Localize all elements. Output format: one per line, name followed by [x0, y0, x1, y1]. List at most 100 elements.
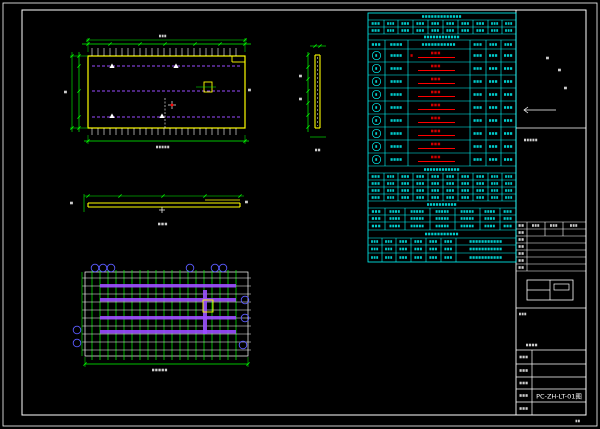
table-cell-text	[491, 182, 499, 185]
table-cell-text	[491, 175, 499, 178]
glyph-stroke	[491, 196, 493, 199]
glyph-stroke	[449, 189, 452, 192]
glyph-stroke	[489, 54, 492, 57]
table-cell-text	[491, 22, 499, 25]
glyph-stroke	[441, 210, 444, 213]
dimension-tick	[77, 89, 81, 93]
title-glyph	[558, 68, 561, 72]
table-cell-text	[505, 29, 513, 32]
glyph-stroke	[449, 15, 452, 18]
glyph-stroke	[434, 51, 437, 55]
table-cell-text	[371, 217, 381, 220]
table-cell-text	[435, 217, 449, 220]
glyph-stroke	[526, 138, 529, 142]
glyph-stroke	[70, 201, 73, 205]
glyph-stroke	[392, 196, 395, 199]
glyph-stroke	[431, 29, 434, 32]
glyph-stroke	[416, 29, 419, 32]
glyph-stroke	[451, 203, 454, 206]
glyph-stroke	[507, 93, 510, 96]
glyph-stroke	[519, 355, 522, 359]
glyph-stroke	[463, 210, 466, 213]
glyph-stroke	[416, 217, 419, 220]
glyph-stroke	[435, 224, 438, 228]
glyph-stroke	[375, 158, 378, 161]
glyph-stroke	[396, 67, 399, 70]
table-cell-text	[504, 54, 513, 57]
table-cell-text	[414, 247, 422, 251]
glyph-stroke	[387, 189, 389, 192]
table-cell-text	[410, 210, 424, 213]
glyph-stroke	[534, 224, 537, 227]
glyph-stroke	[489, 158, 492, 161]
table-cell-text	[460, 217, 474, 220]
glyph-stroke	[492, 210, 495, 213]
north-arrow-head	[523, 106, 529, 114]
glyph-stroke	[404, 240, 407, 243]
glyph-stroke	[431, 116, 434, 120]
glyph-stroke	[440, 232, 443, 236]
table-cell-text	[504, 80, 513, 83]
glyph-stroke	[525, 394, 528, 397]
glyph-stroke	[406, 22, 409, 25]
glyph-stroke	[504, 93, 507, 96]
glyph-stroke	[505, 22, 507, 25]
glyph-stroke	[493, 240, 496, 243]
glyph-stroke	[479, 80, 482, 83]
table-cell-text	[505, 182, 513, 185]
glyph-stroke	[446, 189, 449, 192]
glyph-stroke	[503, 210, 506, 213]
dimension-tick	[77, 64, 81, 68]
glyph-stroke	[484, 256, 487, 259]
section-marker-triangle	[109, 63, 115, 68]
glyph-stroke	[504, 119, 507, 122]
rebar-diameter	[390, 80, 402, 83]
glyph-stroke	[446, 29, 449, 32]
glyph-stroke	[471, 224, 474, 228]
glyph-stroke	[378, 224, 381, 228]
glyph-stroke	[460, 217, 463, 220]
glyph-stroke	[461, 196, 464, 199]
glyph-stroke	[375, 93, 378, 96]
glyph-stroke	[418, 210, 421, 213]
glyph-stroke	[64, 90, 67, 94]
glyph-stroke	[430, 35, 433, 39]
glyph-stroke	[484, 210, 487, 213]
table-cell-text	[387, 29, 395, 32]
glyph-stroke	[476, 189, 479, 192]
glyph-stroke	[375, 119, 378, 122]
glyph-stroke	[493, 182, 496, 185]
glyph-stroke	[389, 210, 392, 213]
glyph-stroke	[478, 247, 481, 251]
glyph-stroke	[375, 54, 378, 57]
glyph-stroke	[373, 256, 376, 259]
glyph-stroke	[496, 247, 499, 251]
table-cell-text	[389, 210, 400, 213]
glyph-stroke	[476, 182, 479, 185]
glyph-stroke	[439, 168, 442, 171]
glyph-stroke	[429, 240, 432, 243]
glyph-stroke	[491, 189, 493, 192]
glyph-stroke	[431, 51, 434, 55]
glyph-stroke	[469, 240, 472, 243]
glyph-stroke	[418, 224, 421, 228]
dimension-tick	[138, 42, 142, 46]
glyph-stroke	[389, 217, 392, 220]
glyph-stroke	[487, 217, 490, 220]
glyph-stroke	[416, 22, 419, 25]
glyph-stroke	[518, 252, 521, 255]
glyph-stroke	[491, 22, 493, 25]
glyph-stroke	[399, 240, 402, 243]
table-cell-text	[387, 182, 395, 185]
table-cell-text	[473, 93, 482, 96]
glyph-stroke	[449, 43, 452, 46]
glyph-stroke	[495, 93, 498, 96]
glyph-stroke	[509, 210, 512, 213]
glyph-stroke	[395, 224, 397, 228]
glyph-stroke	[417, 247, 420, 251]
glyph-stroke	[469, 247, 472, 251]
glyph-stroke	[421, 210, 424, 213]
glyph-stroke	[481, 256, 484, 259]
glyph-stroke	[510, 196, 513, 199]
